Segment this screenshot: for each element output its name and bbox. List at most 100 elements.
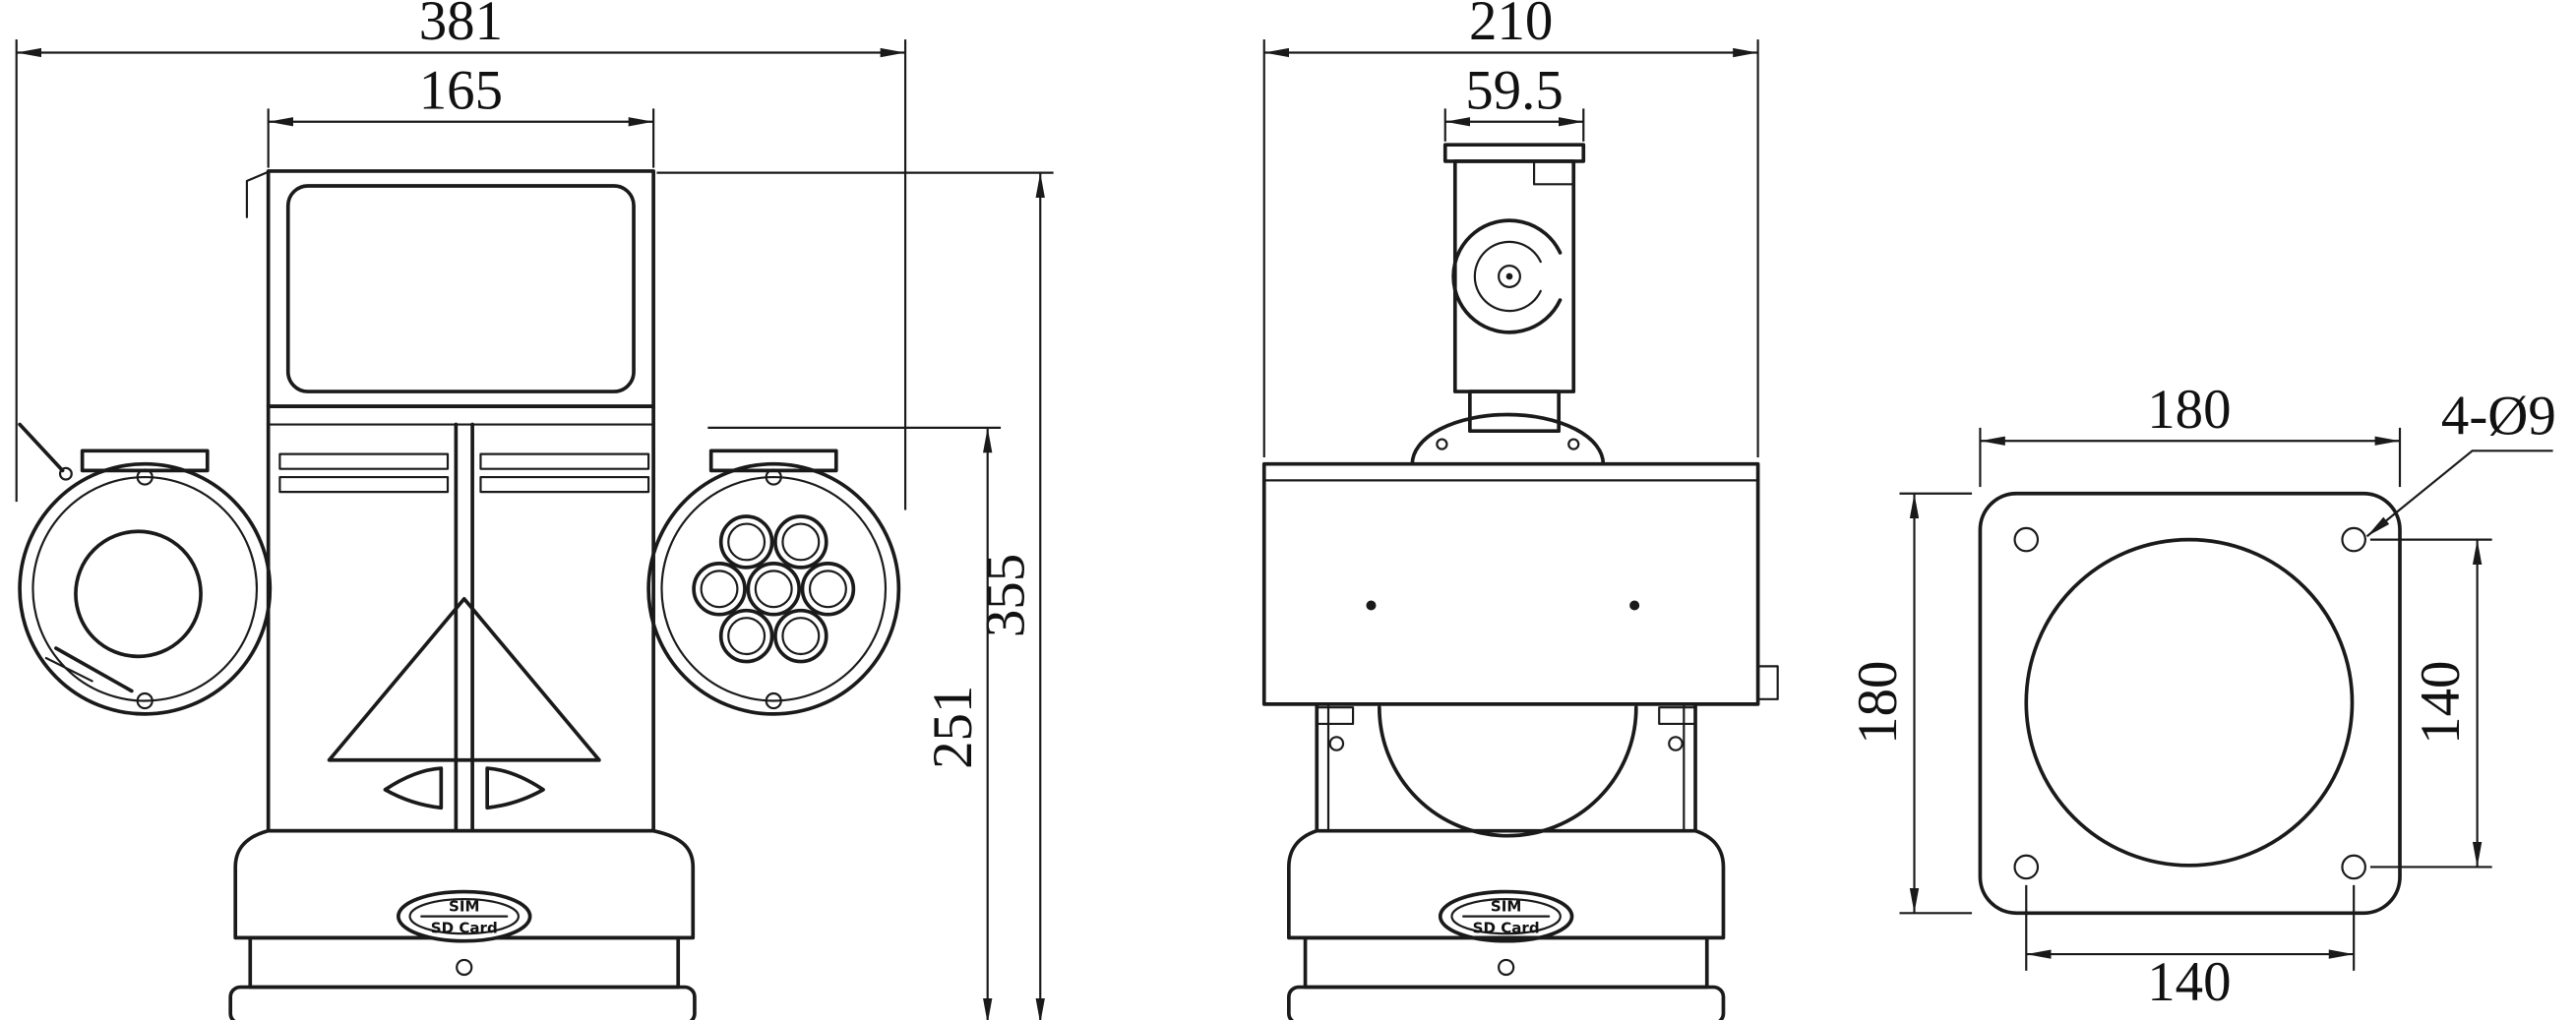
vent-slot [479, 452, 650, 470]
lamp-lens [285, 184, 636, 393]
left-camera-lens [74, 529, 203, 659]
bracket-c-arc-outer [1451, 218, 1563, 334]
screw-icon [1567, 438, 1580, 450]
led-lens [746, 562, 802, 617]
axis-hub [1498, 265, 1521, 288]
base-plinth [1286, 985, 1726, 1020]
led-array [692, 514, 856, 664]
sim-text: SIM [449, 898, 479, 916]
sim-sd-label: SIM SD Card [1438, 889, 1574, 943]
base-cylinder [1303, 935, 1709, 990]
wiper-blade-edge [44, 656, 93, 683]
hinge-block [1316, 706, 1355, 726]
sim-sd-label: SIM SD Card [396, 889, 532, 943]
dim-body-height-label: 251 [922, 686, 984, 769]
mounting-hole [2341, 854, 2366, 880]
led-lens-inner [727, 617, 767, 656]
hole-callout-label: 4-Ø9 [2441, 386, 2556, 448]
rotation-disc-arc [1378, 705, 1638, 838]
dim-hole-spacing-h-label: 140 [2147, 951, 2231, 1013]
dim-body-height: 251 [707, 426, 1002, 1020]
speaker-wing-right [485, 766, 545, 810]
dim-plate-width: 180 [1979, 379, 2402, 488]
badge-inner [408, 897, 521, 935]
screw-icon [1668, 736, 1684, 751]
dim-plate-width-label: 180 [2147, 379, 2231, 441]
mounting-plate [1978, 491, 2402, 916]
led-lens [773, 608, 828, 664]
led-lens-inner [754, 570, 793, 609]
screw-icon [136, 468, 153, 486]
front-view: SIM SD Card 381 165 355 [15, 0, 1054, 1020]
side-view: SIM SD Card 210 59.5 [1261, 0, 1779, 1020]
dim-depth-label: 210 [1469, 0, 1553, 52]
led-lens [692, 562, 747, 617]
side-connector [1756, 665, 1779, 700]
dim-hole-spacing-horizontal: 140 [2025, 884, 2356, 1013]
sim-text: SIM [1491, 898, 1521, 916]
screw-icon [456, 958, 473, 977]
hinge-block [1658, 706, 1697, 726]
screw-icon [136, 691, 153, 710]
bracket-column [1452, 159, 1576, 393]
dim-lamp-width: 165 [267, 59, 655, 168]
heatsink-fins [1286, 828, 1726, 940]
dim-bracket-width: 59.5 [1443, 59, 1585, 142]
pan-dome [1410, 412, 1606, 466]
vent-slot [278, 452, 450, 470]
bracket-top-plate [1442, 143, 1586, 163]
lamp-housing [266, 169, 655, 408]
screw-icon [1498, 958, 1515, 977]
body-dot [1366, 600, 1377, 611]
axis-center-dot [1505, 272, 1513, 280]
led-lens-inner [700, 570, 739, 609]
led-lens-inner [781, 522, 821, 562]
dim-plate-height: 180 [1847, 492, 1973, 915]
dim-depth: 210 [1262, 0, 1759, 457]
base-plate-view: 180 180 140 140 4-Ø9 [1847, 379, 2556, 1013]
badge-inner [1450, 897, 1562, 935]
bracket-notch [1533, 159, 1575, 186]
dim-lamp-width-label: 165 [419, 59, 503, 121]
wiper-pivot [58, 466, 73, 481]
right-illuminator-pod [646, 461, 901, 716]
wiper-blade [54, 646, 134, 693]
dim-overall-height: 355 [656, 171, 1054, 1020]
screw-icon [1436, 438, 1448, 450]
screw-icon [765, 691, 782, 710]
dim-hole-spacing-vertical: 140 [2369, 538, 2492, 869]
heatsink-fins [233, 828, 696, 940]
screw-icon [1328, 736, 1345, 751]
mounting-hole [2013, 854, 2040, 880]
dim-overall-height-label: 355 [975, 554, 1037, 637]
bracket-neck [1468, 390, 1562, 434]
pod-top-plate-right [708, 449, 838, 473]
mounting-hole [2341, 526, 2366, 553]
led-lens [718, 514, 774, 570]
wiper-arm [18, 422, 65, 473]
mounting-hole [2013, 526, 2040, 553]
led-lens-inner [727, 522, 767, 562]
body-front [266, 404, 655, 833]
led-lens-inner [808, 570, 847, 609]
sd-card-text: SD Card [1473, 919, 1540, 936]
vent-slot [278, 475, 450, 494]
led-lens [718, 608, 774, 664]
bracket-c-arc-inner [1473, 240, 1542, 313]
dim-plate-height-label: 180 [1847, 661, 1909, 745]
speaker-wing-left [383, 766, 444, 810]
left-pod-ring [31, 475, 259, 702]
lamp-bracket [245, 169, 272, 218]
base-cylinder [248, 935, 681, 990]
sd-card-text: SD Card [431, 919, 498, 936]
pod-top-plate-left [80, 449, 210, 473]
screw-icon [765, 468, 782, 486]
hole-callout: 4-Ø9 [2365, 386, 2556, 538]
dim-bracket-width-label: 59.5 [1465, 59, 1564, 121]
left-camera-pod [18, 461, 273, 716]
badge-outline [1438, 889, 1574, 943]
plate-center-circle [2024, 537, 2355, 868]
front-chevron [327, 596, 601, 762]
